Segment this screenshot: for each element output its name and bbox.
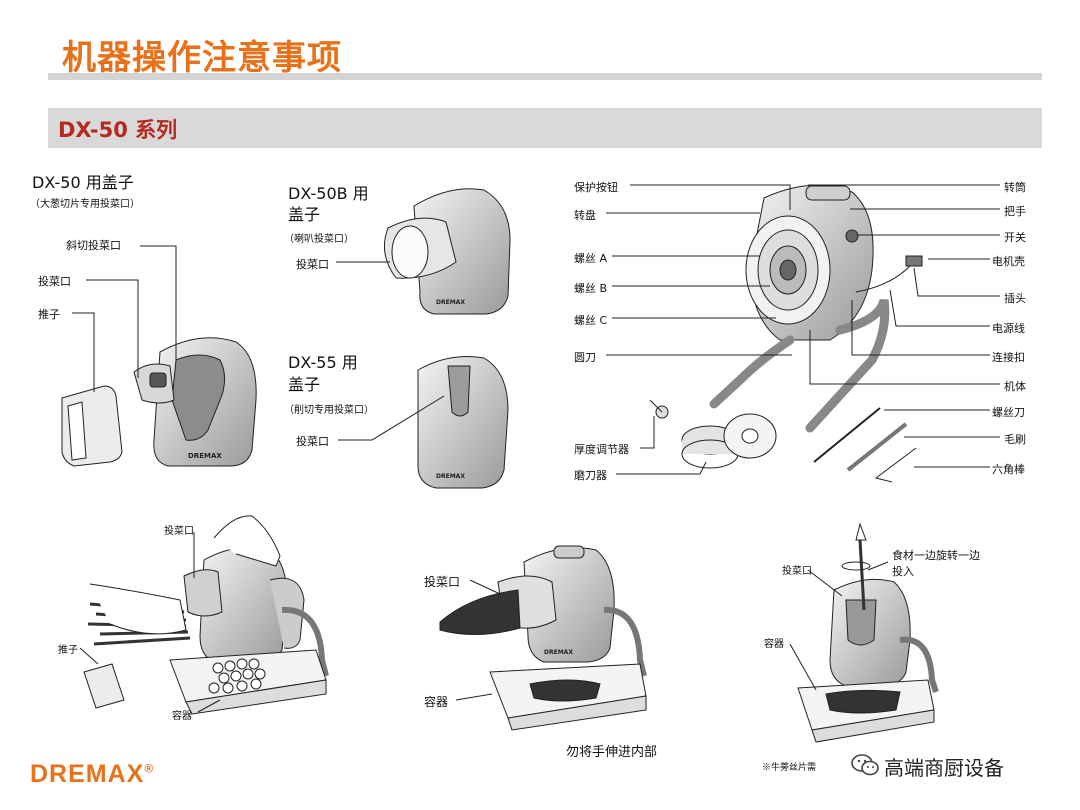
dx50b-logo-text: DREMAX — [436, 299, 465, 306]
usage3-container-label: 容器 — [764, 639, 784, 650]
usage1-feed-label: 投菜口 — [164, 526, 194, 537]
dx55-cover-drawing: DREMAX — [338, 356, 509, 489]
dx50b-cover-drawing: DREMAX — [336, 188, 511, 315]
page-title: 机器操作注意事项 — [62, 38, 342, 78]
usage1-pusher-label: 推子 — [58, 645, 78, 656]
usage3-feed-label: 投菜口 — [782, 566, 812, 577]
part-label-screw-b: 螺丝 B — [574, 282, 608, 295]
part-label-power-cord: 电源线 — [992, 322, 1025, 335]
part-label-body: 机体 — [1004, 380, 1026, 393]
watermark-text: 高端商厨设备 — [884, 756, 1004, 780]
part-label-connector: 连接扣 — [992, 351, 1025, 364]
usage3-note-line2: 投入 — [892, 565, 914, 578]
part-label-hex-key: 六角棒 — [992, 463, 1025, 476]
part-label-sharpener: 磨刀器 — [574, 469, 607, 482]
dx55-logo-text: DREMAX — [436, 473, 465, 480]
label-feed-opening: 投菜口 — [38, 275, 71, 288]
dx50b-cover-note: （喇叭投菜口） — [284, 234, 354, 245]
part-label-protect-button: 保护按钮 — [574, 181, 618, 194]
dx50b-cover-heading-1: DX-50B 用 — [288, 184, 369, 203]
brand-logo: DREMAX® — [30, 760, 155, 788]
parts-diagram-machine — [606, 184, 1000, 483]
part-label-thickness-adjuster: 厚度调节器 — [574, 443, 629, 456]
dx55-cover-note: （削切专用投菜口） — [284, 405, 374, 416]
part-label-screwdriver: 螺丝刀 — [992, 406, 1025, 419]
dx55-cover-heading-2: 盖子 — [288, 375, 321, 394]
part-label-plug: 插头 — [1004, 292, 1026, 305]
part-label-turntable: 转盘 — [574, 209, 596, 222]
part-label-round-blade: 圆刀 — [574, 351, 596, 364]
title-divider — [48, 73, 1042, 80]
section-bar — [48, 108, 1042, 148]
dx50-logo-text: DREMAX — [188, 452, 222, 460]
usage2-container-label: 容器 — [424, 695, 449, 709]
label-diagonal-feed: 斜切投菜口 — [66, 239, 121, 252]
wechat-icon — [851, 754, 879, 776]
usage2-drawing: DREMAX — [439, 545, 647, 731]
usage3-note-line1: 食材一边旋转一边 — [892, 549, 980, 562]
usage3-footnote: ※牛蒡丝片需 — [762, 763, 817, 773]
usage2-feed-label: 投菜口 — [424, 575, 461, 589]
part-label-switch: 开关 — [1004, 231, 1026, 244]
label-pusher: 推子 — [38, 308, 60, 321]
part-label-brush: 毛刷 — [1004, 433, 1026, 446]
usage1-container-label: 容器 — [172, 711, 192, 722]
part-label-screw-a: 螺丝 A — [574, 252, 608, 265]
dx50b-feed-label: 投菜口 — [296, 258, 329, 271]
dx50b-cover-heading-2: 盖子 — [288, 205, 321, 224]
part-label-handle: 把手 — [1004, 205, 1026, 218]
dx55-feed-label: 投菜口 — [296, 435, 329, 448]
dx55-cover-heading-1: DX-55 用 — [288, 353, 358, 372]
dx50-cover-drawing: DREMAX — [61, 245, 257, 467]
usage3-drawing — [789, 522, 939, 743]
dx50-cover-note: （大葱切片专用投菜口） — [30, 199, 140, 210]
usage1-drawing — [79, 515, 329, 715]
usage2-warning: 勿将手伸进内部 — [566, 745, 658, 760]
usage2-logo-text: DREMAX — [544, 649, 573, 656]
section-label: DX-50 系列 — [58, 118, 178, 142]
dx50-cover-heading: DX-50 用盖子 — [32, 173, 134, 192]
part-label-motor-housing: 电机壳 — [992, 255, 1025, 268]
part-label-drum: 转筒 — [1004, 181, 1026, 194]
part-label-screw-c: 螺丝 C — [574, 314, 608, 327]
